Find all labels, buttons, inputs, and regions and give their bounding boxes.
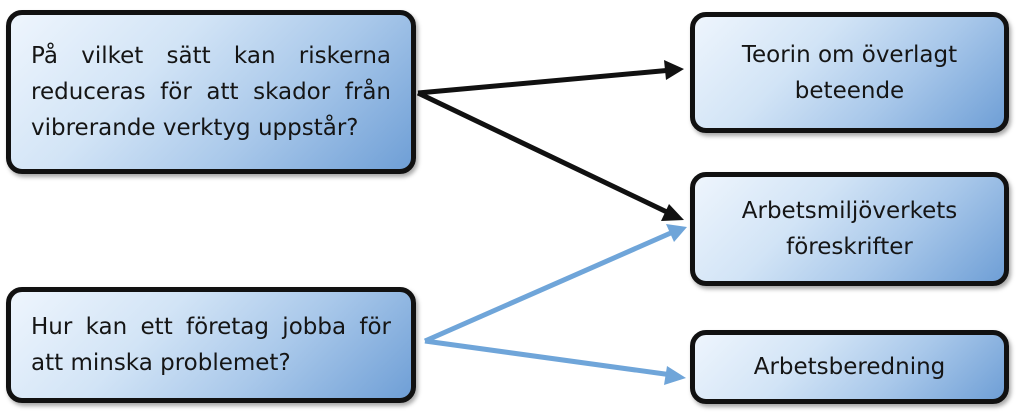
arrowhead-q2-to-arbetsberedning <box>664 366 686 385</box>
theory-box-arbetsmiljoverkets-foreskrifter: Arbetsmiljöverkets föreskrifter <box>690 172 1009 286</box>
arrow-q2-to-arbetsberedning <box>424 338 673 378</box>
question-text: På vilket sätt kan riskerna reduceras fö… <box>31 43 391 141</box>
theory-text: Arbetsmiljöverkets föreskrifter <box>741 198 958 260</box>
theory-text: Teorin om överlagt beteende <box>741 41 958 104</box>
theory-text: Arbetsberedning <box>753 354 946 380</box>
theory-box-arbetsberedning: Arbetsberedning <box>690 330 1009 404</box>
arrow-q1-to-arbetsmiljoverkets <box>416 90 673 217</box>
question-text: Hur kan ett företag jobba för att minska… <box>31 314 391 376</box>
arrow-q2-to-arbetsmiljoverkets <box>423 229 675 344</box>
question-box-company-work: Hur kan ett företag jobba för att minska… <box>6 287 416 403</box>
arrowhead-q1-to-teorin <box>664 60 684 80</box>
arrowhead-q1-to-arbetsmiljoverkets <box>661 204 684 221</box>
arrow-q1-to-teorin <box>417 67 673 96</box>
theory-box-overlagt-beteende: Teorin om överlagt beteende <box>690 12 1009 133</box>
arrowhead-q2-to-arbetsmiljoverkets <box>666 224 687 242</box>
question-box-risk-reduction: På vilket sätt kan riskerna reduceras fö… <box>6 10 416 174</box>
